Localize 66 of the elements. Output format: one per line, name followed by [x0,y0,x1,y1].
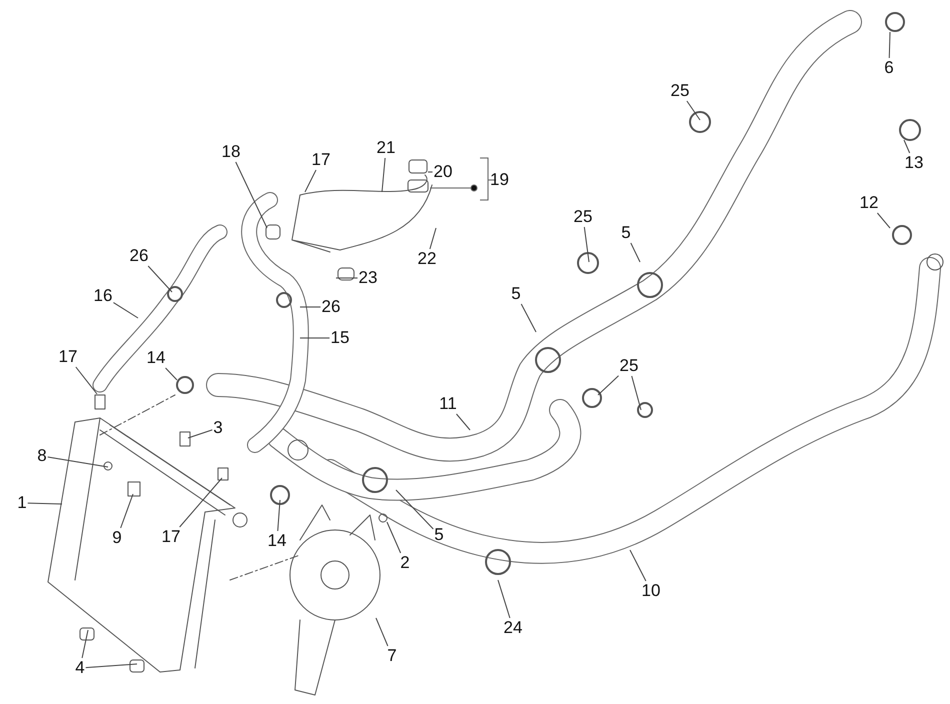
callout-number: 14 [266,531,288,551]
leader-line [382,158,386,192]
callout-number: 22 [416,249,438,269]
callout-number: 13 [904,153,924,173]
leader-line [300,306,322,308]
leader-line [188,429,213,438]
callout-number: 25 [618,356,640,376]
callout-number: 17 [310,150,332,170]
leader-line [904,140,910,154]
leader-line [598,375,620,396]
callout-number: 18 [220,142,242,162]
leader-line [304,170,316,192]
leader-line [429,228,436,250]
leader-line [82,630,88,658]
callout-number: 26 [320,297,342,317]
leader-line [686,100,700,120]
callout-number: 4 [74,658,86,678]
callout-number: 8 [36,446,48,466]
leader-line [630,242,640,262]
leader-line [27,502,62,504]
callout-number: 19 [489,170,510,190]
callout-number: 23 [358,268,378,288]
callout-number: 26 [128,246,150,266]
leader-line [631,376,642,410]
leader-line [75,366,98,394]
callout-number: 16 [92,286,114,306]
leader-line [112,302,138,318]
leader-line [584,226,590,262]
callout-number: 24 [502,618,524,638]
callout-number: 11 [438,394,458,414]
callout-number: 21 [376,138,396,158]
leader-line [376,618,388,646]
leader-line [456,414,470,430]
callout-number: 3 [212,418,224,438]
callout-number: 7 [386,646,398,666]
callout-number: 6 [883,58,895,78]
leader-line [520,304,536,332]
callout-number: 17 [58,347,78,367]
callout-number: 2 [399,553,411,573]
callout-number: 17 [160,527,182,547]
callout-number: 9 [111,528,123,548]
callout-number: 15 [330,328,350,348]
leader-line [165,368,178,380]
leader-line [47,456,108,468]
callout-number: 5 [433,525,445,545]
leader-line [888,32,890,58]
leader-line [630,550,646,582]
callout-number: 10 [640,581,662,601]
callout-number: 1 [16,493,28,513]
leader-line [120,494,134,528]
callout-number: 5 [510,284,522,304]
callout-number: 25 [670,81,690,101]
leader-line [148,266,172,292]
leader-line [85,664,138,668]
callout-number: 14 [146,348,166,368]
leader-line [498,580,510,618]
leader-line [179,478,222,528]
callout-number: 5 [620,223,632,243]
callout-number: 25 [572,207,594,227]
leader-line [235,162,268,228]
leader-line [386,522,402,554]
leader-line [876,212,890,228]
callout-number: 20 [432,162,454,182]
leader-line [396,490,434,530]
leader-line [277,500,280,532]
callout-number: 12 [858,193,880,213]
